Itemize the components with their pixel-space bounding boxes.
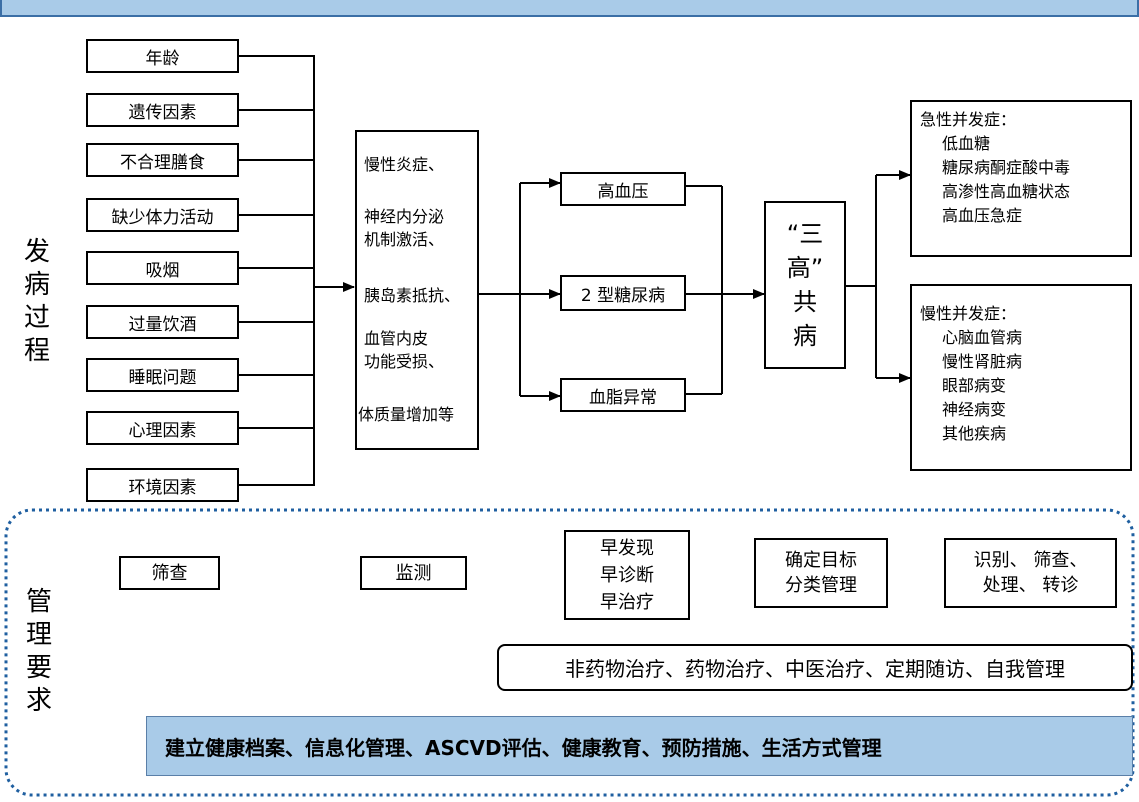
screening-box: 筛查 <box>119 556 220 590</box>
acute-item: 高血压急症 <box>942 206 1023 225</box>
risk-factor-box: 睡眠问题 <box>86 358 239 392</box>
identify-referral-box: 识别、 筛查、 处理、 转诊 <box>944 538 1117 608</box>
chronic-item: 心脑血管病 <box>942 328 1023 347</box>
identify-text: 处理、 转诊 <box>982 575 1079 596</box>
condition-diabetes: 2 型糖尿病 <box>560 275 686 311</box>
comorbidity-box: “三 高” 共 病 <box>764 201 846 369</box>
risk-factor-box: 心理因素 <box>86 411 239 445</box>
mechanism-text: 慢性炎症、 <box>364 155 445 174</box>
mechanism-text: 机制激活、 <box>364 230 445 249</box>
goal-text: 确定目标 <box>785 550 857 571</box>
acute-title: 急性并发症： <box>920 110 1017 129</box>
goal-text: 分类管理 <box>785 575 857 596</box>
mechanism-text: 功能受损、 <box>364 352 445 371</box>
acute-complications-box: 急性并发症： 低血糖 糖尿病酮症酸中毒 高渗性高血糖状态 高血压急症 <box>910 100 1132 257</box>
comorbidity-text: 共 <box>793 288 817 316</box>
management-border <box>4 508 1135 797</box>
acute-item: 低血糖 <box>942 134 991 153</box>
side-label-process: 发 病 过 程 <box>24 237 51 366</box>
chronic-item: 其他疾病 <box>942 424 1007 443</box>
chronic-complications-box: 慢性并发症： 心脑血管病 慢性肾脏病 眼部病变 神经病变 其他疾病 <box>910 284 1132 471</box>
risk-factor-box: 环境因素 <box>86 468 239 502</box>
mechanism-text: 神经内分泌 <box>364 207 445 226</box>
identify-text: 识别、 筛查、 <box>973 550 1088 571</box>
early-text: 早诊断 <box>600 564 654 586</box>
chronic-item: 神经病变 <box>942 400 1007 419</box>
condition-hypertension: 高血压 <box>560 172 686 206</box>
side-label-management: 管 理 要 求 <box>26 587 53 716</box>
early-text: 早治疗 <box>600 591 654 613</box>
comorbidity-text: 病 <box>793 322 817 350</box>
comorbidity-text: “三 <box>786 220 824 248</box>
risk-factor-box: 不合理膳食 <box>86 143 239 177</box>
early-detection-box: 早发现 早诊断 早治疗 <box>564 530 690 620</box>
treatment-box: 非药物治疗、药物治疗、中医治疗、定期随访、自我管理 <box>497 644 1133 691</box>
goal-management-box: 确定目标 分类管理 <box>754 538 888 608</box>
acute-item: 糖尿病酮症酸中毒 <box>942 158 1071 177</box>
risk-factor-box: 过量饮酒 <box>86 305 239 339</box>
acute-item: 高渗性高血糖状态 <box>942 182 1071 201</box>
risk-factor-box: 吸烟 <box>86 251 239 285</box>
mechanism-text: 胰岛素抵抗、 <box>364 286 461 305</box>
condition-dyslipidemia: 血脂异常 <box>560 378 686 412</box>
monitoring-box: 监测 <box>360 556 467 590</box>
top-banner <box>0 0 1139 17</box>
mechanism-box: 慢性炎症、 神经内分泌 机制激活、 胰岛素抵抗、 血管内皮 功能受损、 体质量增… <box>355 130 479 450</box>
early-text: 早发现 <box>600 537 654 559</box>
chronic-item: 眼部病变 <box>942 376 1007 395</box>
chronic-title: 慢性并发症： <box>920 304 1017 323</box>
chronic-item: 慢性肾脏病 <box>942 352 1023 371</box>
comorbidity-text: 高” <box>786 254 824 282</box>
bottom-banner: 建立健康档案、信息化管理、ASCVD评估、健康教育、预防措施、生活方式管理 <box>146 716 1133 776</box>
risk-factor-box: 遗传因素 <box>86 93 239 127</box>
risk-factor-box: 年龄 <box>86 39 239 73</box>
mechanism-text: 体质量增加等 <box>358 405 455 424</box>
mechanism-text: 血管内皮 <box>364 329 429 348</box>
risk-factor-box: 缺少体力活动 <box>86 198 239 232</box>
